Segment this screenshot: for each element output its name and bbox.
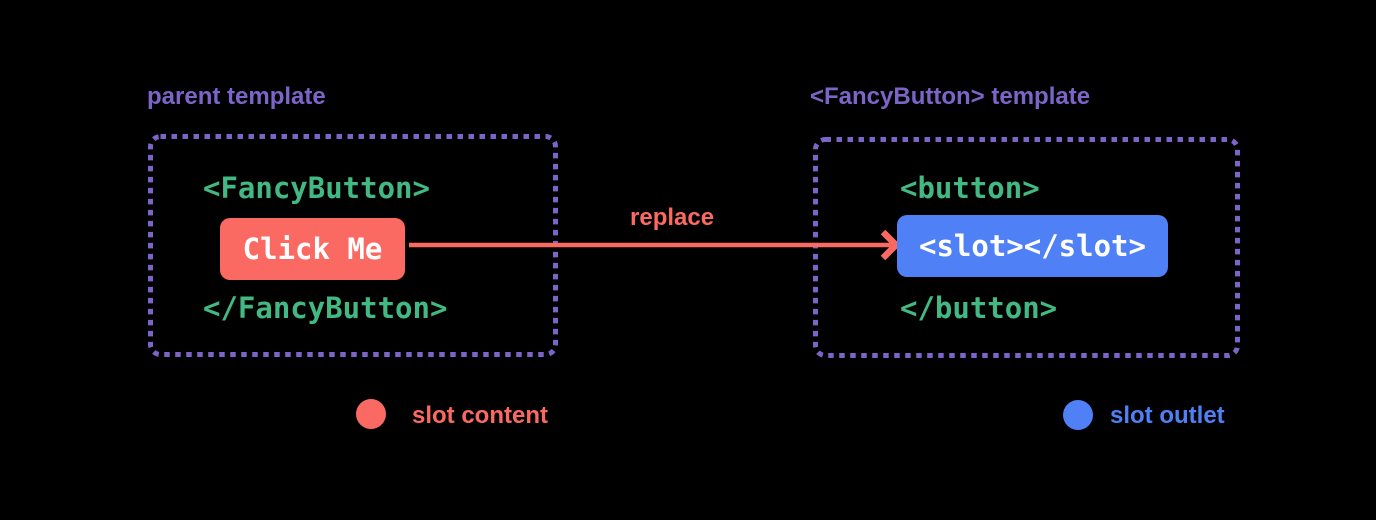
slot-outlet-code: <slot></slot> [919,228,1146,263]
click-me-label: Click Me [242,231,383,266]
fancybutton-template-box-border [813,137,1240,358]
replace-arrow-label: replace [630,204,715,231]
parent-close-tag-code: </FancyButton> [203,291,448,325]
fancybutton-template-title: <FancyButton> template [810,83,1091,110]
slot-content-legend-label: slot content [412,402,548,429]
parent-open-tag-code: <FancyButton> [203,171,430,205]
parent-template-title: parent template [147,83,326,110]
slot-outlet-legend-label: slot outlet [1110,402,1225,429]
button-open-tag-code: <button> [900,171,1040,205]
replace-arrow-head [880,229,901,261]
slot-outlet-legend-dot [1063,400,1093,430]
slot-outlet-box: <slot></slot> [897,215,1168,277]
click-me-button: Click Me [220,218,405,280]
button-close-tag-code: </button> [900,291,1058,325]
slot-content-legend-dot [356,399,386,429]
